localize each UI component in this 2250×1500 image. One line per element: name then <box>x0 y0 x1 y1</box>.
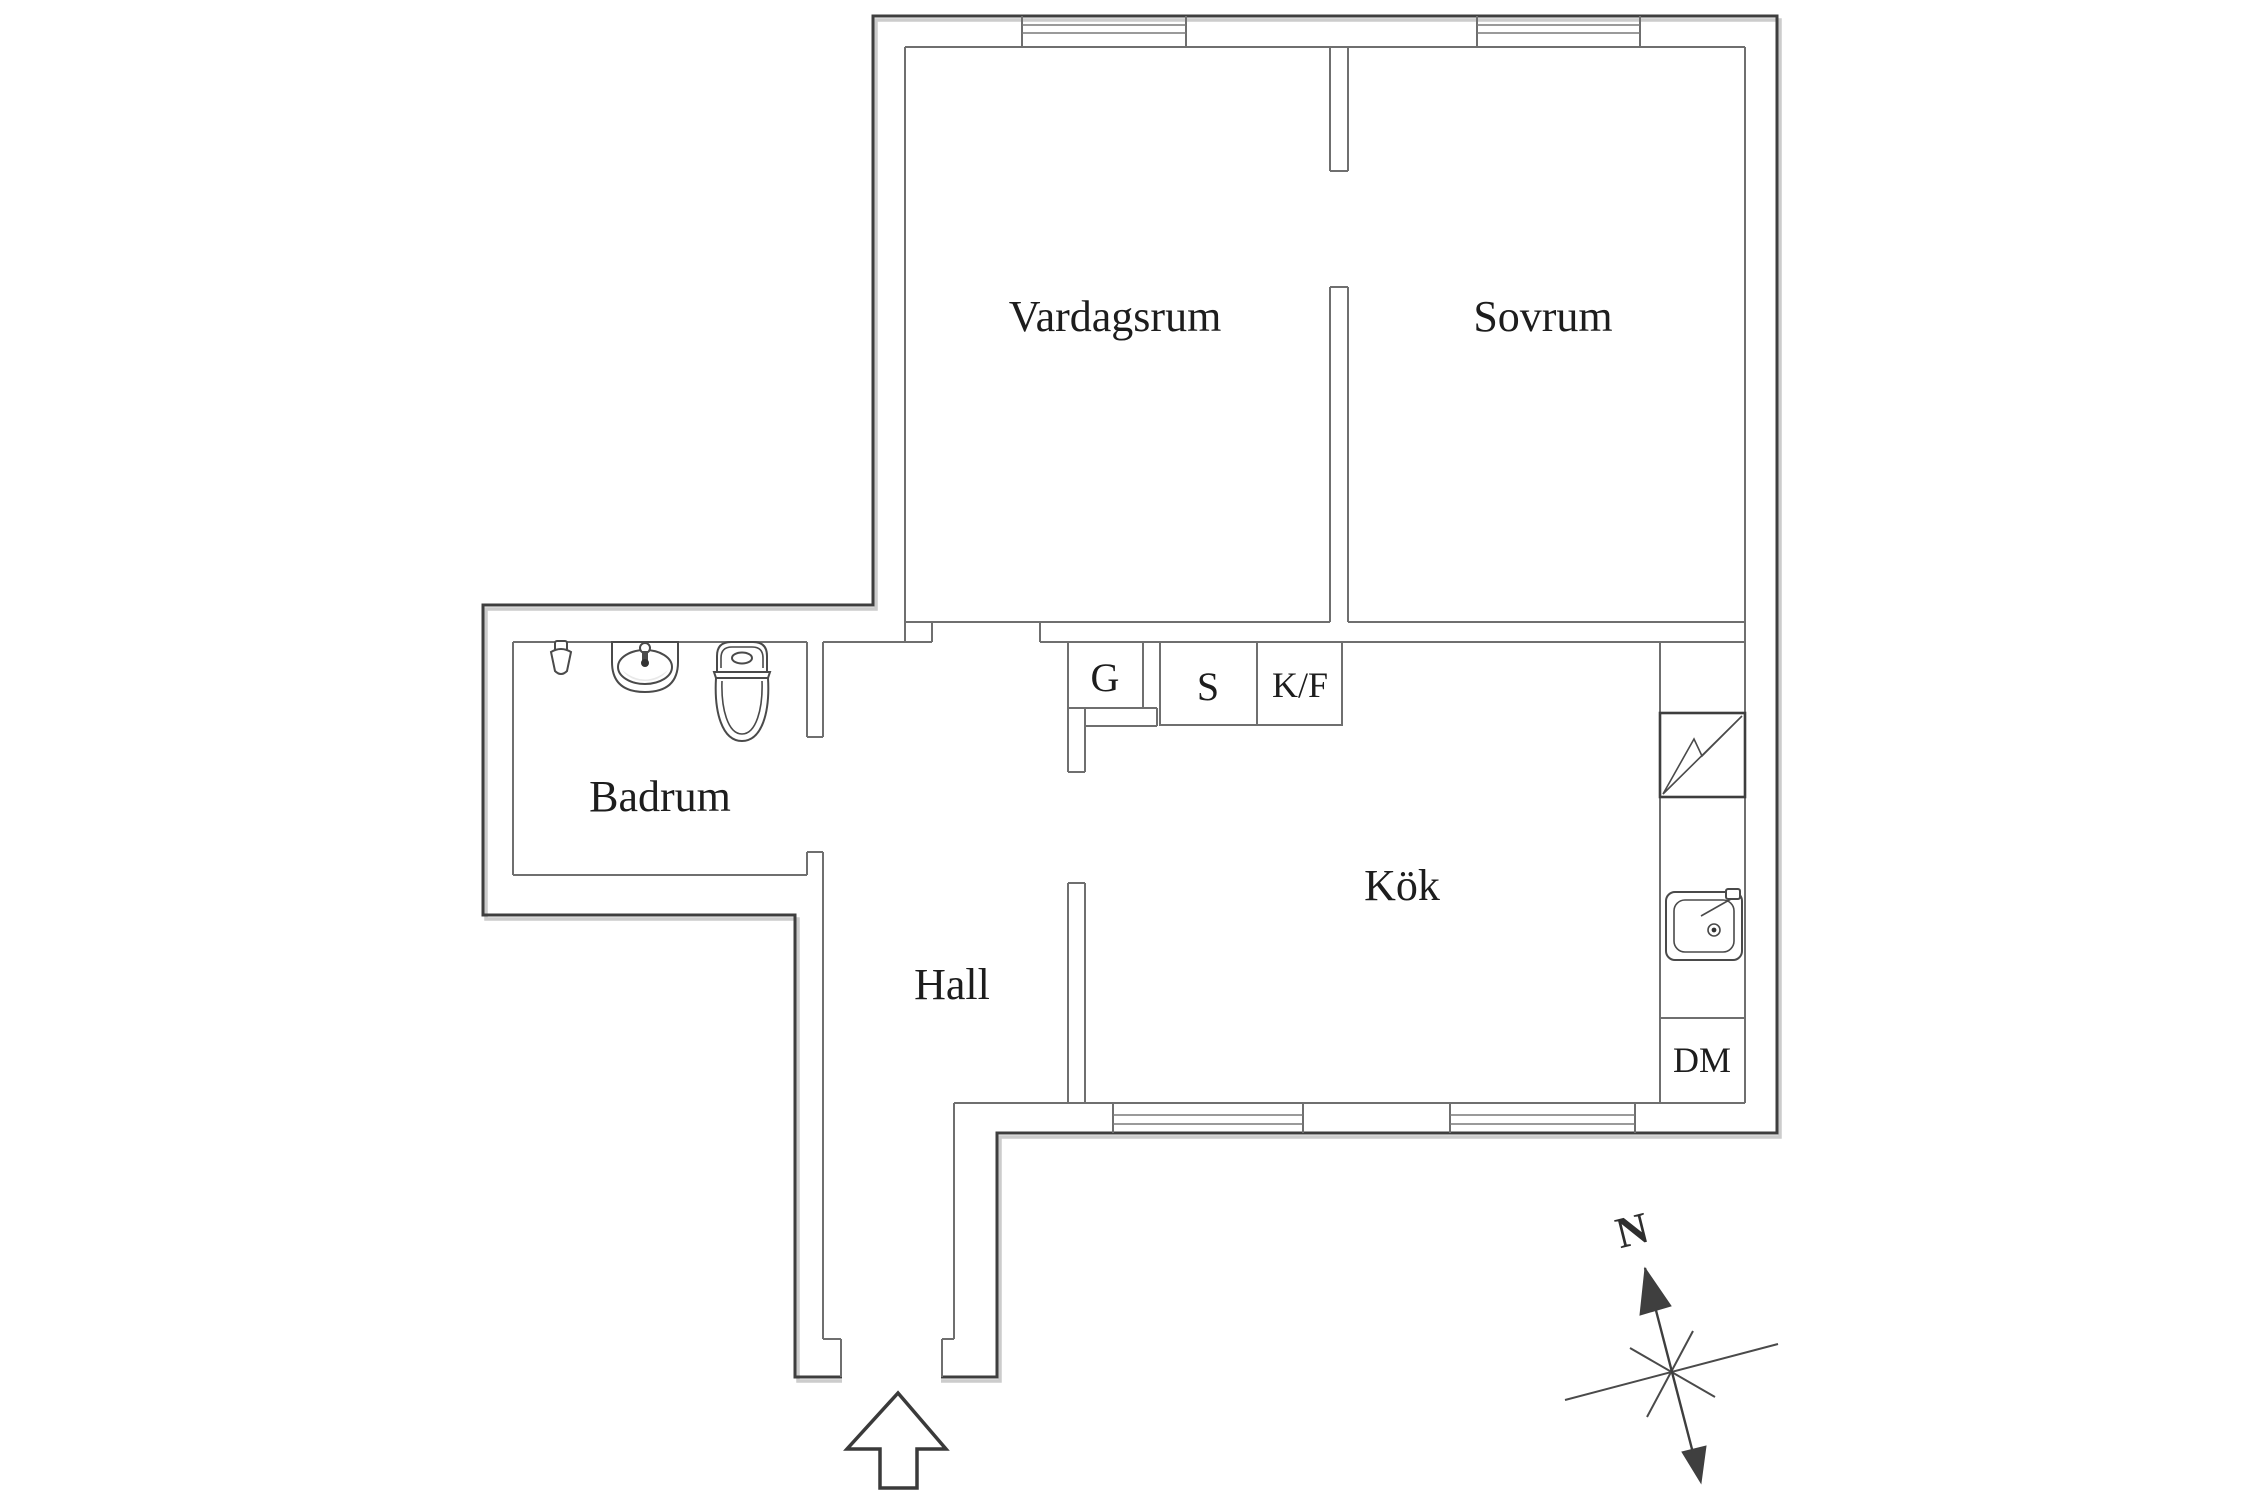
label-kok: Kök <box>1364 861 1440 910</box>
closet-labels: G S K/F DM <box>1091 655 1731 1080</box>
closet-g-box <box>1067 642 1144 709</box>
entrance-arrow-icon <box>843 1390 950 1490</box>
wall-mid-band <box>823 621 1745 643</box>
label-badrum: Badrum <box>589 772 731 821</box>
label-dishwasher-dm: DM <box>1673 1040 1731 1080</box>
window-top-left <box>1021 16 1187 47</box>
closet-boxes <box>1067 642 1343 726</box>
label-sovrum: Sovrum <box>1473 292 1612 341</box>
outer-walls <box>481 14 1782 1384</box>
wall-vardagsrum-sovrum <box>1329 47 1349 622</box>
compass-north-arrowhead <box>1639 1266 1672 1316</box>
room-labels: Vardagsrum Sovrum Badrum Hall Kök <box>589 292 1613 1009</box>
closet-kf-box <box>1257 642 1343 726</box>
label-closet-kf: K/F <box>1272 665 1328 705</box>
window-bottom-right <box>1449 1103 1636 1133</box>
kitchen-fixtures <box>1658 711 1747 961</box>
label-closet-g: G <box>1091 655 1120 700</box>
bathroom-fixtures <box>549 640 772 743</box>
outer-wall-shadow <box>484 18 1782 1383</box>
compass-south-arrowhead <box>1681 1445 1707 1485</box>
window-bottom-left <box>1112 1103 1304 1133</box>
label-closet-s: S <box>1197 664 1219 709</box>
label-vardagsrum: Vardagsrum <box>1009 292 1222 341</box>
label-hall: Hall <box>914 960 990 1009</box>
interior-walls <box>512 46 1746 1339</box>
wall-badrum <box>512 641 824 876</box>
entrance-door-jambs <box>823 1338 954 1377</box>
shower-mixer-icon <box>549 640 573 675</box>
closet-s-box <box>1159 642 1258 726</box>
window-top-right <box>1476 16 1641 47</box>
windows <box>1021 16 1641 1133</box>
entrance-opening <box>842 1368 941 1384</box>
toilet-icon <box>712 641 772 743</box>
compass-rose-icon: N <box>1564 1203 1779 1485</box>
wall-hall-corridor <box>822 852 955 1339</box>
outer-wall-outline <box>481 14 1779 1379</box>
compass-north-label: N <box>1611 1203 1654 1258</box>
bathroom-sink-icon <box>611 641 679 694</box>
stove-icon <box>1658 711 1747 799</box>
kitchen-counter-strip <box>1659 642 1745 1103</box>
kitchen-sink-icon <box>1665 888 1743 961</box>
wall-hall-kitchen <box>1067 642 1158 1103</box>
